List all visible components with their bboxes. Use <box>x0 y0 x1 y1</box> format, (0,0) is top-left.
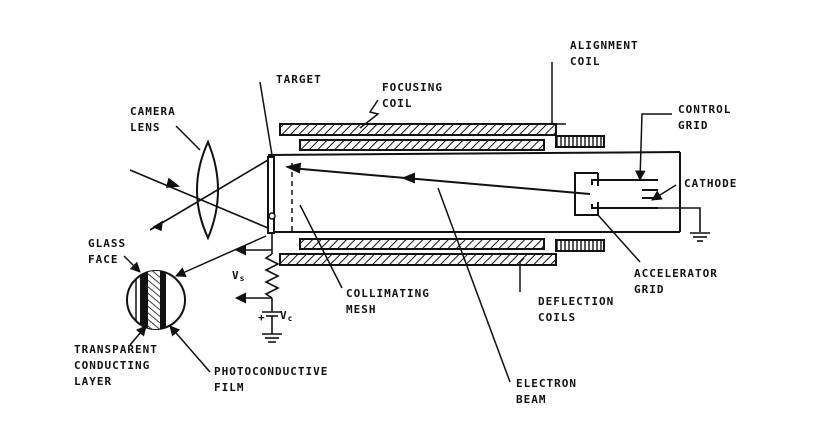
alignment-coil-top <box>555 135 605 148</box>
focusing-coil-label: FOCUSING COIL <box>382 81 443 110</box>
target-label: TARGET <box>276 73 322 86</box>
accelerator-grid-label: ACCELERATOR GRID <box>634 267 718 296</box>
photoconductive-film-label: PHOTOCONDUCTIVE FILM <box>214 365 329 394</box>
photoconductive-leader <box>169 325 211 373</box>
glass-face-pointer <box>175 235 267 277</box>
transparent-conducting-layer-label: TRANSPARENT CONDUCTING LAYER <box>74 343 158 388</box>
vc-label: Vc <box>280 309 294 323</box>
light-rays <box>129 159 269 232</box>
target-plate <box>259 81 276 234</box>
electron-beam-path <box>284 162 591 195</box>
cathode-label: CATHODE <box>684 177 738 190</box>
alignment-coil-label: ALIGNMENT COIL <box>570 39 639 68</box>
focusing-coil-bottom <box>279 253 557 266</box>
label-leaders <box>175 62 677 383</box>
deflection-coil-top <box>299 139 545 151</box>
camera-lens-shape <box>196 139 219 241</box>
vs-label: Vs <box>232 269 246 283</box>
camera-lens-label: CAMERA LENS <box>130 105 176 134</box>
plus-sign-label: + <box>258 311 266 324</box>
enlarged-detail-circle <box>126 270 186 330</box>
deflection-coils-label: DEFLECTION COILS <box>538 295 615 324</box>
tube-envelope <box>267 151 681 233</box>
transparent-layer-leader <box>129 325 147 346</box>
focusing-coil-top <box>279 123 557 136</box>
collimating-mesh-label: COLLIMATING MESH <box>346 287 430 316</box>
alignment-coil-bottom <box>555 239 605 252</box>
glass-face-leader <box>123 255 141 273</box>
electron-beam-label: ELECTRON BEAM <box>516 377 577 406</box>
glass-face-label: GLASS FACE <box>88 237 127 266</box>
ground-right <box>650 207 710 242</box>
control-grid-label: CONTROL GRID <box>678 103 732 132</box>
deflection-coil-bottom <box>299 238 545 250</box>
circuit <box>234 233 282 343</box>
